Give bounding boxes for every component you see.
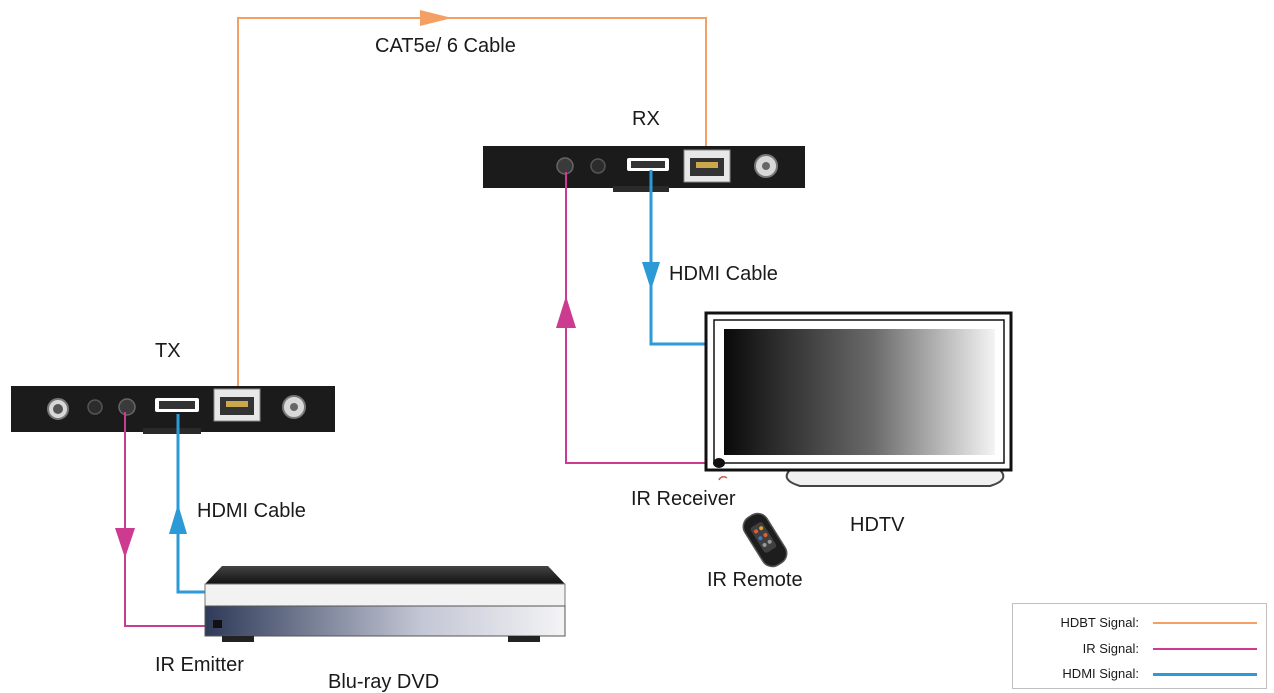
ir-wave-icon xyxy=(718,476,728,481)
legend-ir-label: IR Signal: xyxy=(1082,641,1139,656)
ir-receiver-label: IR Receiver xyxy=(631,488,736,510)
signal-legend: HDBT Signal: IR Signal: HDMI Signal: xyxy=(1012,603,1267,689)
ir-cable-tx xyxy=(115,412,210,627)
legend-hdbt-line xyxy=(1153,622,1257,624)
ir-cable-rx xyxy=(556,172,716,464)
legend-hdmi-label: HDMI Signal: xyxy=(1062,666,1139,681)
legend-hdbt-label: HDBT Signal: xyxy=(1060,615,1139,630)
hdbt-arrow xyxy=(420,10,452,26)
hdmi-arrow-down xyxy=(642,262,660,290)
ir-emitter-label: IR Emitter xyxy=(155,654,244,676)
rx-led xyxy=(590,158,606,174)
hdmi-cable-label-top: HDMI Cable xyxy=(669,263,778,285)
dvd-top xyxy=(205,566,565,584)
ir-emitter-device xyxy=(213,620,222,628)
legend-ir-line xyxy=(1153,648,1257,650)
legend-row-hdbt: HDBT Signal: xyxy=(1013,612,1266,634)
dvd-front-panel xyxy=(204,605,566,637)
legend-hdmi-line xyxy=(1153,673,1257,676)
tx-led xyxy=(87,399,103,415)
rx-label: RX xyxy=(632,108,660,130)
bluray-label: Blu-ray DVD xyxy=(328,671,440,693)
tx-ir-port xyxy=(118,398,136,416)
hdbt-cable xyxy=(237,10,707,390)
tx-label: TX xyxy=(155,340,181,362)
rx-ir-port xyxy=(556,157,574,175)
legend-row-hdmi: HDMI Signal: xyxy=(1013,663,1266,685)
tv-screen xyxy=(724,329,995,455)
ir-arrow-up xyxy=(556,296,576,328)
rx-unit xyxy=(483,146,805,192)
hdmi-cable-dvd-tx xyxy=(169,414,206,594)
hdtv-label: HDTV xyxy=(850,514,905,536)
cat-cable-label: CAT5e/ 6 Cable xyxy=(375,35,516,57)
hdtv xyxy=(704,311,1013,487)
tv-ir-receiver xyxy=(713,458,725,468)
hdmi-cable-label-bottom: HDMI Cable xyxy=(197,500,306,522)
ir-remote-label: IR Remote xyxy=(707,569,803,591)
legend-row-ir: IR Signal: xyxy=(1013,638,1266,660)
ir-remote-icon xyxy=(742,512,788,568)
tv-stand xyxy=(785,469,1005,487)
hdmi-arrow-up xyxy=(169,504,187,534)
hdmi-cable-rx-tv xyxy=(642,170,705,346)
tx-unit xyxy=(11,386,335,434)
ir-arrow-down xyxy=(115,528,135,558)
bluray-player xyxy=(204,566,566,642)
